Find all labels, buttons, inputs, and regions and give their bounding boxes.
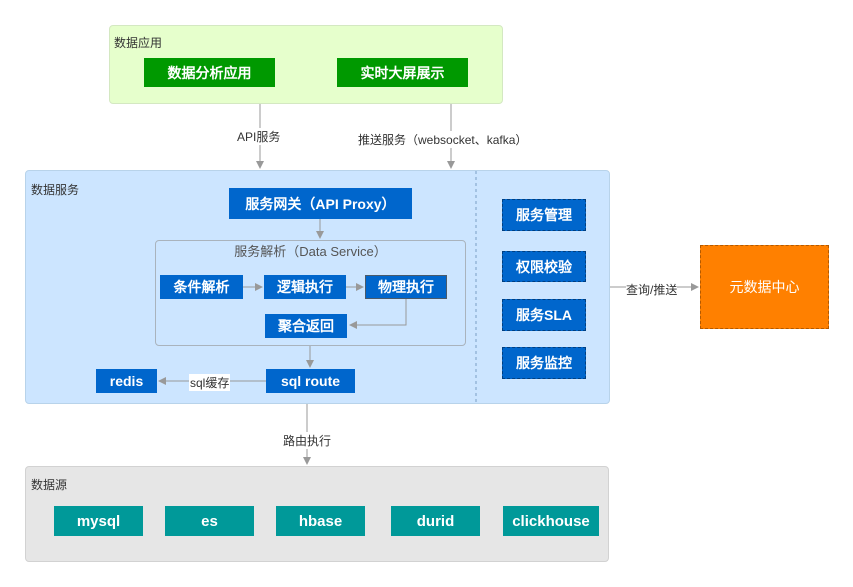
condition-parse-box: 条件解析 bbox=[160, 275, 243, 299]
service-sla-box: 服务SLA bbox=[502, 299, 586, 331]
source-hbase-box: hbase bbox=[276, 506, 365, 536]
data-analysis-app-box: 数据分析应用 bbox=[144, 58, 275, 87]
source-clickhouse-box: clickhouse bbox=[503, 506, 599, 536]
query-push-label: 查询/推送 bbox=[626, 281, 678, 298]
api-gateway-box: 服务网关（API Proxy） bbox=[229, 188, 412, 219]
logic-exec-box: 逻辑执行 bbox=[264, 275, 346, 299]
permission-check-box: 权限校验 bbox=[502, 251, 586, 282]
sql-cache-label: sql缓存 bbox=[189, 374, 231, 391]
source-mysql-box: mysql bbox=[54, 506, 143, 536]
service-monitor-box: 服务监控 bbox=[502, 347, 586, 379]
data-source-title: 数据源 bbox=[31, 478, 68, 492]
realtime-dashboard-box: 实时大屏展示 bbox=[337, 58, 468, 87]
data-service-title: 数据服务 bbox=[31, 183, 80, 197]
push-service-label: 推送服务（websocket、kafka） bbox=[358, 131, 528, 148]
redis-box: redis bbox=[96, 369, 157, 393]
api-service-label: API服务 bbox=[237, 128, 281, 145]
sql-route-box: sql route bbox=[266, 369, 355, 393]
aggregate-return-box: 聚合返回 bbox=[265, 314, 347, 338]
source-durid-box: durid bbox=[391, 506, 480, 536]
service-management-box: 服务管理 bbox=[502, 199, 586, 231]
data-app-title: 数据应用 bbox=[114, 36, 163, 50]
route-exec-label: 路由执行 bbox=[283, 432, 332, 449]
service-parse-title: 服务解析（Data Service） bbox=[234, 244, 387, 259]
physical-exec-box: 物理执行 bbox=[365, 275, 447, 299]
source-es-box: es bbox=[165, 506, 254, 536]
metadata-center-box: 元数据中心 bbox=[700, 245, 829, 329]
